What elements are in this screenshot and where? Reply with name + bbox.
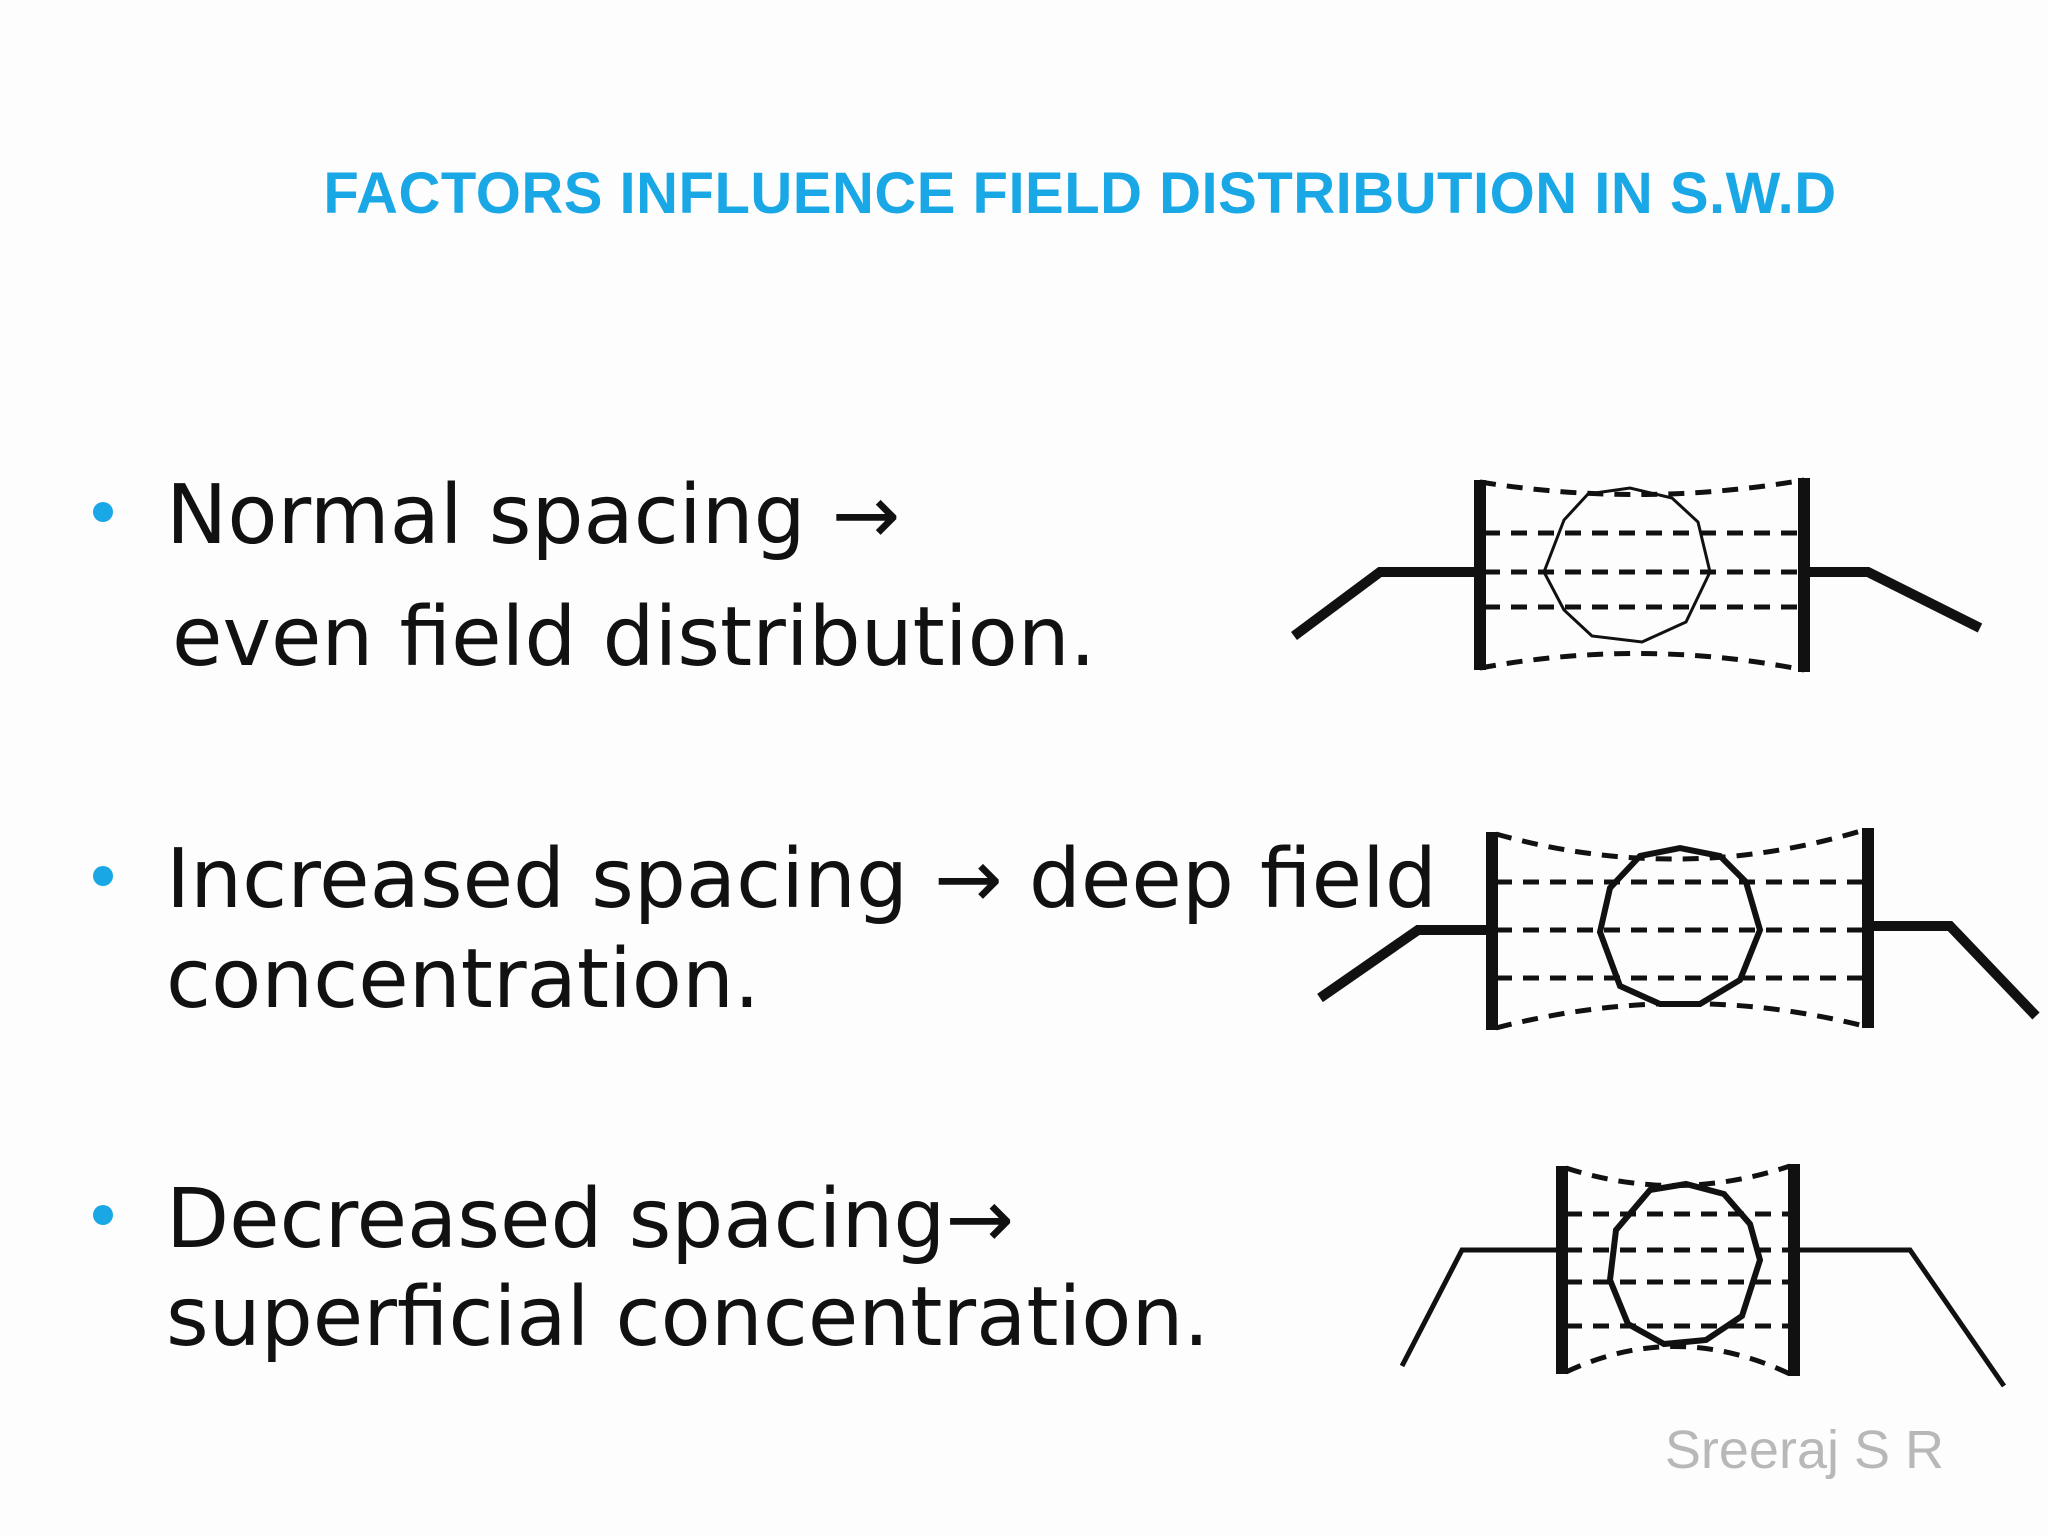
bullet-2-line-1: Increased spacing → deep field <box>166 832 1437 927</box>
bullet-dot <box>93 1205 113 1225</box>
bullet-dot <box>93 866 113 886</box>
author-credit: Sreeraj S R <box>1664 1420 1944 1480</box>
bullet-1-line-1: Normal spacing → <box>166 468 901 563</box>
diagram-decreased-spacing <box>1399 1163 2007 1388</box>
bullet-1-line-2: even field distribution. <box>172 590 1096 685</box>
bullet-dot <box>93 502 113 522</box>
bullet-3-line-2: superficial concentration. <box>166 1270 1210 1365</box>
bullet-3-line-1: Decreased spacing→ <box>166 1172 1015 1267</box>
slide-title: FACTORS INFLUENCE FIELD DISTRIBUTION IN … <box>323 161 1837 226</box>
bullet-2-line-2: concentration. <box>166 932 760 1027</box>
diagram-normal-spacing <box>1291 477 1983 673</box>
diagram-increased-spacing <box>1317 827 2040 1031</box>
